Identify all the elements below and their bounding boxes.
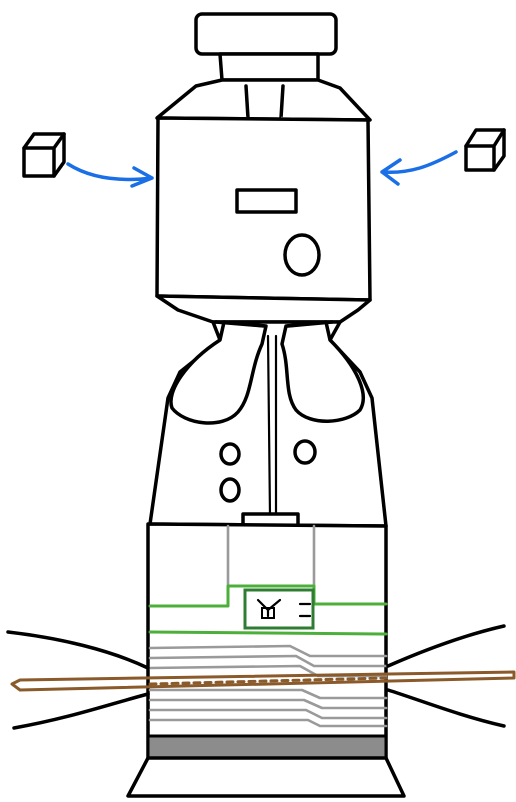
- panel-switch: [261, 607, 275, 619]
- lower-dome: [155, 294, 372, 324]
- center-seam: [266, 334, 278, 518]
- neck-rim: [214, 320, 334, 328]
- orbital-module: [155, 78, 372, 324]
- right-arrow: [380, 150, 458, 186]
- right-lobe: [280, 320, 365, 423]
- left-arrow: [66, 162, 154, 188]
- right-cube-edges: [464, 128, 506, 172]
- hatch-neck: [218, 52, 320, 82]
- upper-dome: [155, 78, 372, 122]
- service-body: [146, 522, 388, 760]
- left-cube-edges: [22, 132, 66, 178]
- boom-outline: [10, 670, 516, 692]
- whisker-right-top: [386, 624, 506, 668]
- engine-skirt: [126, 756, 406, 798]
- left-lobe: [169, 320, 268, 425]
- docking-hatch: [194, 12, 338, 82]
- control-panel: [243, 588, 315, 630]
- panel-y-symbol: [256, 598, 282, 618]
- base-strip: [146, 734, 388, 760]
- brown-boom: [10, 670, 516, 692]
- left-cube: [22, 132, 66, 178]
- green-band: [148, 584, 388, 636]
- whisker-left-bottom: [12, 692, 150, 730]
- right-port: [293, 439, 317, 465]
- gray-rails: [226, 524, 316, 588]
- left-port-upper: [219, 442, 241, 466]
- antenna-whiskers: [6, 624, 506, 730]
- left-port-lower: [219, 477, 241, 503]
- rect-window: [235, 188, 298, 214]
- round-porthole: [283, 233, 321, 277]
- panel-dashes: [298, 602, 312, 618]
- service-module: [126, 522, 406, 798]
- whisker-right-bottom: [386, 688, 506, 728]
- hatch-cap: [194, 12, 338, 56]
- right-cube: [464, 128, 506, 172]
- boom-dashes: [148, 676, 388, 686]
- whisker-left-top: [6, 630, 150, 670]
- descent-module: [148, 320, 388, 528]
- dome-strut: [244, 84, 285, 120]
